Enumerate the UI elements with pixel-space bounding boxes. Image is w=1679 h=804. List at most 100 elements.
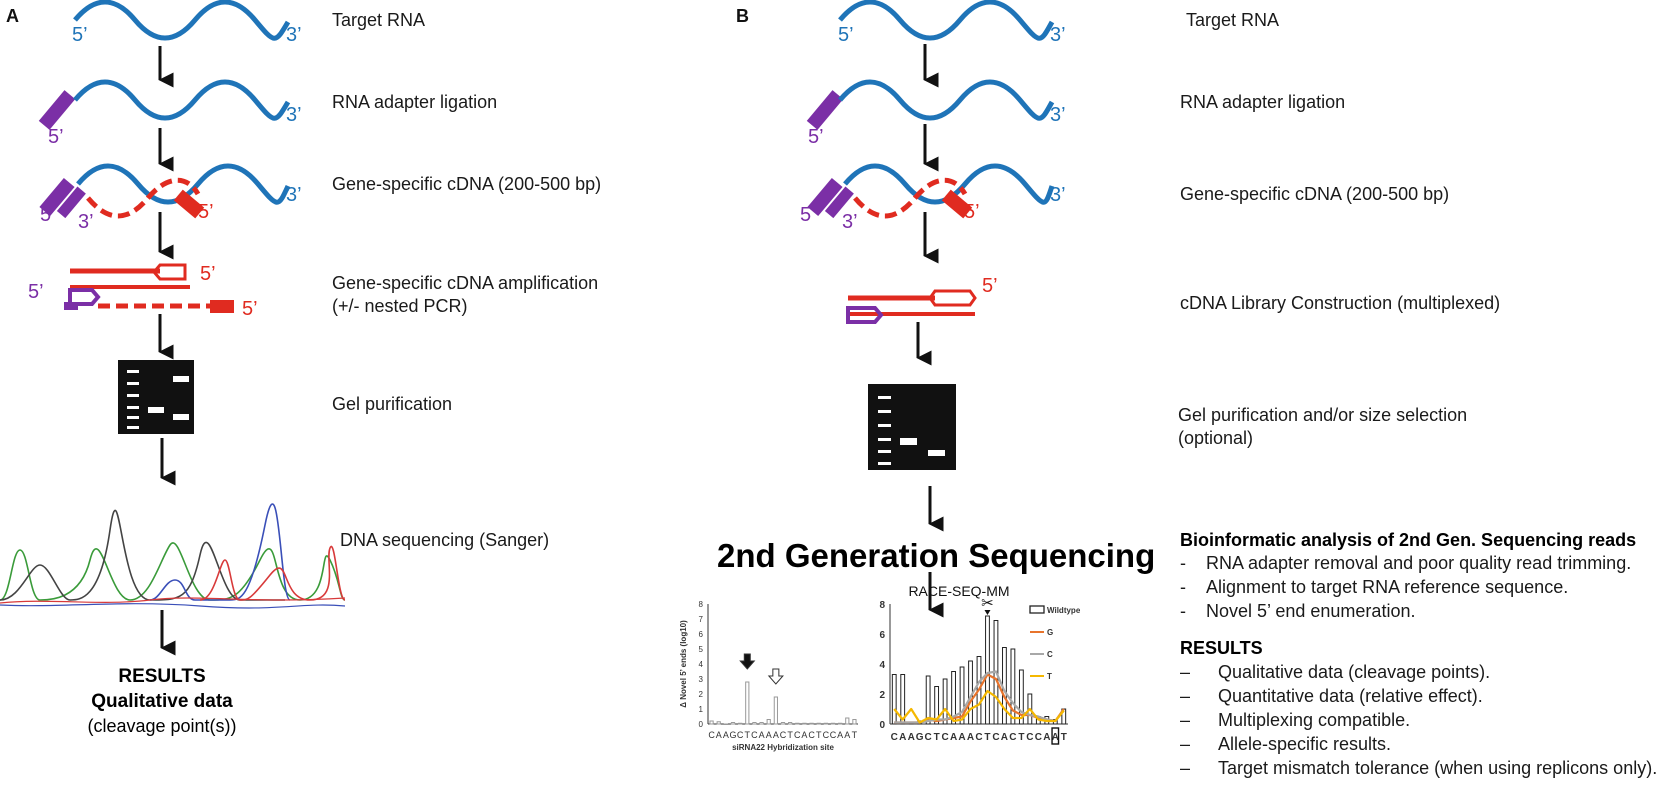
- y-axis-label: Δ Novel 5’ ends (log10): [679, 620, 688, 708]
- x-tick-label: C: [941, 732, 948, 743]
- five-prime-label: 5’: [964, 201, 980, 223]
- bar: [716, 721, 721, 725]
- y-tick-label: 1: [699, 705, 704, 714]
- gene-specific-cdna-drawing: 5 3’ 5’ 3’: [800, 163, 1066, 233]
- list-item: Target mismatch tolerance (when using re…: [1218, 758, 1657, 778]
- y-tick-label: 5: [699, 645, 704, 654]
- legend-label: T: [1047, 672, 1052, 681]
- five-prime-label: 5’: [808, 126, 824, 148]
- list-bullet: -: [1180, 601, 1186, 621]
- x-tick-label: C: [975, 732, 982, 743]
- target-rna-wave: 5’ 3’: [72, 0, 302, 46]
- panel-a-letter: A: [6, 6, 19, 26]
- series-line-t: [893, 689, 1065, 724]
- bar: [723, 723, 728, 725]
- legend-label: G: [1047, 628, 1053, 637]
- bar: [1018, 669, 1024, 725]
- x-tick-label: T: [787, 730, 793, 740]
- bar: [845, 717, 850, 725]
- list-bullet: –: [1180, 686, 1190, 706]
- panel-b-letter: B: [736, 6, 749, 26]
- step-dna-sequencing: DNA sequencing (Sanger): [340, 530, 549, 550]
- x-tick-label: A: [967, 732, 974, 743]
- x-tick-label: T: [745, 730, 751, 740]
- x-tick-label: G: [916, 732, 924, 743]
- x-tick-label: A: [1052, 732, 1059, 743]
- x-tick-label: C: [830, 730, 837, 740]
- bar: [1010, 648, 1016, 725]
- list-bullet: -: [1180, 577, 1186, 597]
- panel-b: B 5’ 3’ Target RNA 5’ 3’ RNA adapter lig…: [679, 0, 1657, 778]
- x-tick-label: C: [891, 732, 898, 743]
- three-prime-label: 3’: [1050, 104, 1066, 126]
- five-prime-label: 5’: [982, 275, 998, 297]
- x-tick-label: C: [708, 730, 715, 740]
- x-tick-label: C: [737, 730, 744, 740]
- x-tick-label: T: [934, 732, 940, 743]
- x-tick-label: C: [925, 732, 932, 743]
- bar: [925, 675, 931, 725]
- panel-a: A 5’ 3’ Target RNA 5’ 3’ RNA adapter lig…: [0, 0, 601, 736]
- x-tick-label: A: [759, 730, 765, 740]
- mismatch-box: [1051, 727, 1060, 745]
- cleavage-arrowhead: [984, 610, 991, 615]
- x-tick-label: T: [984, 732, 990, 743]
- five-prime-label: 5’: [72, 24, 88, 46]
- y-tick-label: 7: [699, 615, 704, 624]
- bar: [809, 722, 814, 725]
- x-tick-label: T: [1018, 732, 1024, 743]
- step-gel-size-selection: Gel purification and/or size selection: [1178, 405, 1467, 425]
- y-tick-label: 0: [879, 720, 885, 731]
- x-tick-label: C: [794, 730, 801, 740]
- x-tick-label: A: [773, 730, 779, 740]
- bar: [745, 681, 750, 725]
- list-item: Alignment to target RNA reference sequen…: [1206, 577, 1568, 597]
- list-item: Qualitative data (cleavage points).: [1218, 662, 1490, 682]
- x-tick-label: C: [1035, 732, 1042, 743]
- bar: [934, 686, 940, 725]
- bar: [985, 615, 990, 725]
- bar: [951, 671, 956, 725]
- x-tick-label: T: [816, 730, 822, 740]
- results-title: RESULTS: [1180, 638, 1263, 658]
- bar: [802, 722, 807, 725]
- x-tick-label: G: [729, 730, 736, 740]
- bar: [942, 678, 948, 725]
- results-subtitle: Qualitative data: [91, 691, 233, 712]
- y-tick-label: 3: [699, 675, 704, 684]
- x-tick-label: A: [837, 730, 843, 740]
- five-prime-label: 5: [40, 204, 51, 226]
- bar: [823, 722, 828, 725]
- step-amplification: Gene-specific cDNA amplification: [332, 273, 598, 293]
- step-amplification-note: (+/- nested PCR): [332, 296, 468, 316]
- five-prime-label: 5’: [200, 263, 216, 285]
- y-tick-label: 0: [699, 720, 704, 729]
- y-tick-label: 8: [879, 600, 885, 611]
- three-prime-label: 3’: [286, 24, 302, 46]
- step-gel-optional: (optional): [1178, 428, 1253, 448]
- x-tick-label: C: [751, 730, 758, 740]
- x-tick-label: C: [823, 730, 830, 740]
- three-prime-label: 3’: [1050, 24, 1066, 46]
- list-bullet: –: [1180, 710, 1190, 730]
- x-tick-label: A: [950, 732, 957, 743]
- bar: [838, 722, 843, 725]
- x-tick-label: A: [1001, 732, 1008, 743]
- list-item: RNA adapter removal and poor quality rea…: [1206, 553, 1631, 573]
- y-tick-label: 6: [699, 630, 704, 639]
- list-bullet: –: [1180, 662, 1190, 682]
- list-bullet: –: [1180, 758, 1190, 778]
- step-target-rna: Target RNA: [332, 10, 425, 30]
- gene-specific-cdna-drawing: 5 3’ 5’ 3’: [39, 163, 302, 233]
- bar: [852, 719, 857, 725]
- five-prime-label: 5’: [48, 126, 64, 148]
- step-adapter-ligation: RNA adapter ligation: [1180, 92, 1345, 112]
- bar: [816, 722, 821, 725]
- filled-arrow-marker: [739, 653, 756, 670]
- three-prime-label: 3’: [1050, 184, 1066, 206]
- bar: [773, 696, 778, 725]
- list-bullet: –: [1180, 734, 1190, 754]
